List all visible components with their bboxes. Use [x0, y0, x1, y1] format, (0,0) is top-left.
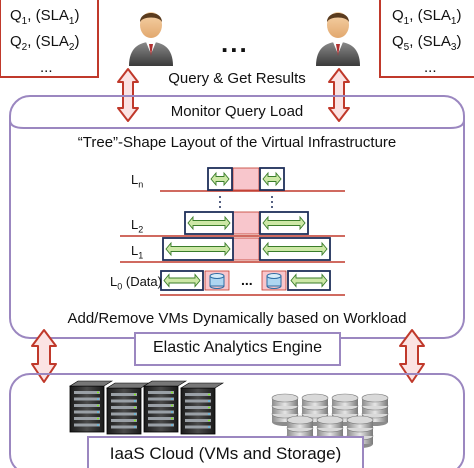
cloud-label: IaaS Cloud (VMs and Storage): [109, 444, 342, 463]
green-arrow-icon: [262, 215, 306, 231]
level-lines: [120, 190, 345, 296]
add-remove-label: Add/Remove VMs Dynamically based on Work…: [67, 310, 407, 327]
data-level-ellipsis: ...: [241, 272, 253, 288]
green-arrow-icon: [262, 171, 282, 187]
user-icon: [129, 12, 173, 66]
query-results-label: Query & Get Results: [168, 70, 306, 87]
bidirectional-arrow-icon: [399, 329, 425, 383]
vm-boxes: [160, 167, 331, 291]
monitor-load-label: Monitor Query Load: [170, 103, 304, 120]
right-query-box: [379, 0, 474, 78]
green-arrow-icon: [187, 215, 231, 231]
green-arrow-icon: [165, 241, 231, 257]
level-label-l2: L2: [131, 217, 144, 235]
tree-title: “Tree”-Shape Layout of the Virtual Infra…: [77, 134, 397, 151]
database-icon: [209, 273, 225, 289]
green-arrow-icon: [262, 241, 328, 257]
cloud-panel: [9, 373, 465, 468]
bidirectional-arrow-icon: [31, 329, 57, 383]
level-label-ln: Ln: [131, 172, 144, 190]
user-icon: [316, 12, 360, 66]
engine-label-box: [134, 332, 341, 366]
left-query-box: [0, 0, 99, 78]
vertical-dots: [219, 196, 273, 208]
left-query-list: Q1, (SLA1) Q2, (SLA2) ...: [10, 7, 80, 76]
right-query-list: Q1, (SLA1) Q5, (SLA3) ...: [392, 7, 462, 76]
engine-label: Elastic Analytics Engine: [153, 339, 322, 356]
level-label-l1: L1: [131, 243, 144, 261]
green-arrow-icon: [290, 273, 328, 288]
server-rack-icon: [68, 380, 225, 435]
cloud-label-box: [87, 436, 364, 468]
green-arrow-icon: [210, 171, 230, 187]
green-arrow-icon: [163, 273, 201, 288]
database-icon: [266, 273, 282, 289]
level-label-l0: L0 (Data): [110, 274, 162, 292]
users-ellipsis: ...: [221, 28, 249, 58]
database-stack-icon: [271, 393, 389, 448]
